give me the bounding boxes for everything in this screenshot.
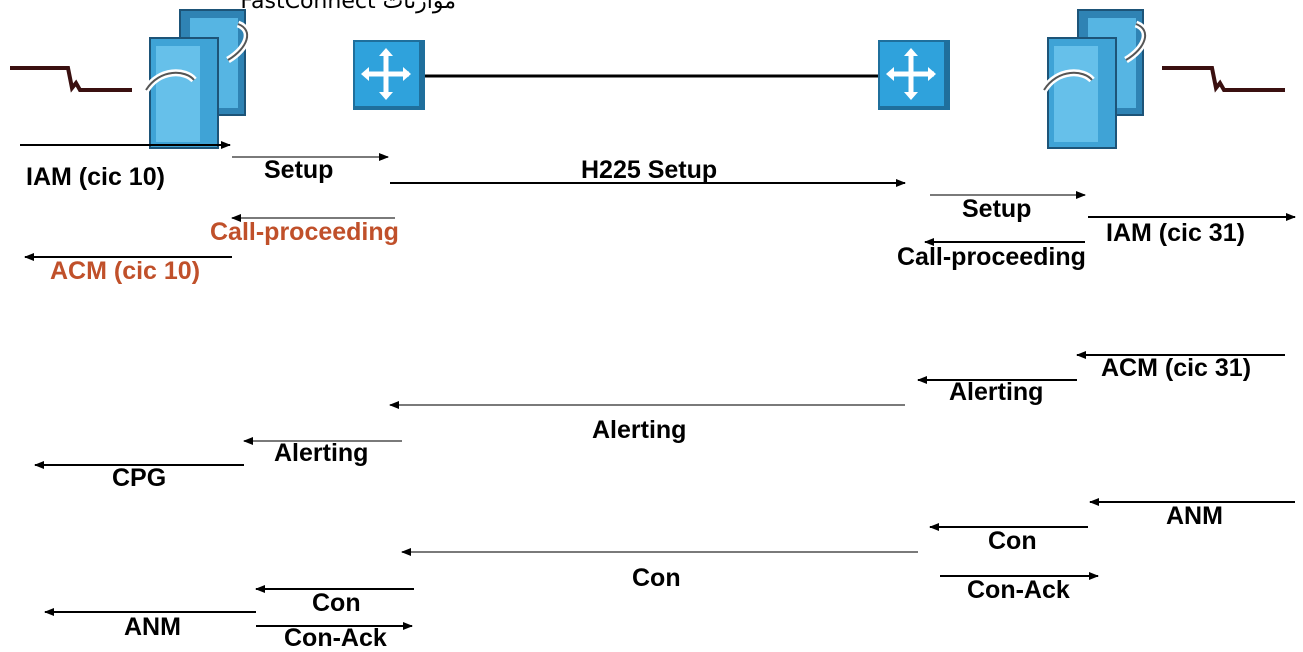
label-con-left: Con: [312, 589, 361, 617]
label-con-middle: Con: [632, 564, 681, 592]
right-trunk-line: [1162, 66, 1285, 93]
label-con-ack-left: Con-Ack: [284, 624, 387, 652]
left-trunk-line: [10, 66, 132, 93]
label-acm-cic10: ACM (cic 10): [50, 257, 201, 285]
label-alerting-left: Alerting: [274, 439, 369, 467]
right-switch-icon: [1041, 9, 1149, 149]
label-call-proceeding-left: Call-proceeding: [210, 218, 399, 246]
label-con-ack-right: Con-Ack: [967, 576, 1070, 604]
label-iam-cic31: IAM (cic 31): [1106, 219, 1245, 247]
label-call-proceeding-right: Call-proceeding: [897, 243, 1086, 271]
label-con-right: Con: [988, 527, 1037, 555]
label-acm-cic31: ACM (cic 31): [1101, 354, 1252, 382]
label-alerting-middle: Alerting: [592, 416, 687, 444]
label-iam-cic10: IAM (cic 10): [26, 163, 165, 191]
right-router-icon: [878, 40, 950, 110]
label-h225-setup: H225 Setup: [581, 156, 718, 184]
label-anm-left: ANM: [124, 613, 181, 641]
label-anm-right: ANM: [1166, 502, 1223, 530]
label-alerting-right: Alerting: [949, 378, 1044, 406]
left-switch-icon: [143, 9, 251, 149]
left-router-icon: [353, 40, 425, 110]
label-setup-left: Setup: [264, 156, 334, 184]
label-setup-right: Setup: [962, 195, 1032, 223]
label-cpg: CPG: [112, 464, 167, 492]
header-fragment: موازنات FastConnect: [240, 0, 456, 14]
